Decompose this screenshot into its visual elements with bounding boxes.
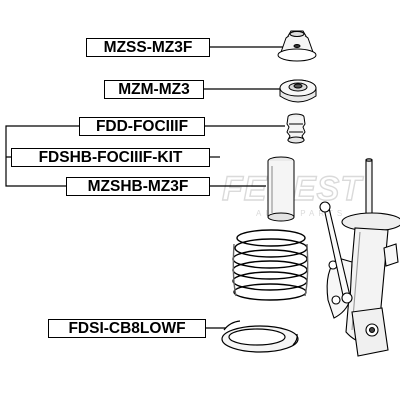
shock-absorber-drawing xyxy=(319,158,400,357)
coil-spring-drawing xyxy=(232,229,309,301)
part-label-fdsi[interactable]: FDSI-CB8LOWF xyxy=(48,319,206,338)
spring-insulator-drawing xyxy=(221,320,299,353)
bump-stop-drawing xyxy=(286,113,306,144)
part-label-fdd[interactable]: FDD-FOCIIIF xyxy=(79,117,205,136)
mount-bearing-drawing xyxy=(279,79,317,103)
kit-bracket xyxy=(5,125,79,187)
part-label-mzm[interactable]: MZM-MZ3 xyxy=(104,80,204,99)
watermark-tagline: AUTO PARTS xyxy=(256,209,346,218)
strut-mount-drawing xyxy=(277,30,317,62)
part-label-fdshb[interactable]: FDSHB-FOCIIIF-KIT xyxy=(11,148,210,167)
dust-boot-drawing xyxy=(267,156,295,222)
part-label-mzshb[interactable]: MZSHB-MZ3F xyxy=(66,177,210,196)
part-label-mzss[interactable]: MZSS-MZ3F xyxy=(86,38,210,57)
leader-lines xyxy=(5,46,286,329)
